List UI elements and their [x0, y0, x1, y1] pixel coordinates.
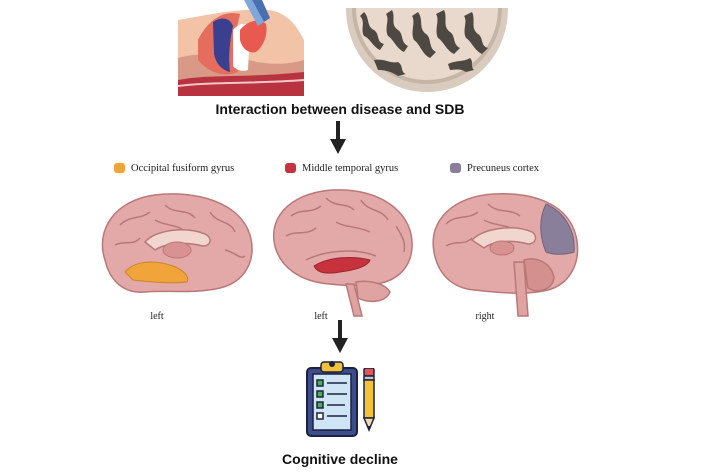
legend-swatch-red [285, 163, 296, 173]
top-title: Interaction between disease and SDB [215, 101, 465, 117]
down-arrow-icon [330, 121, 346, 154]
legend-swatch-orange [114, 163, 125, 173]
legend-label: Precuneus cortex [467, 162, 540, 174]
sleep-apnea-airway-icon [178, 0, 304, 96]
brain-medial-right-icon [432, 193, 579, 317]
brain-medial-left-icon [101, 193, 253, 293]
brain-side-label: left [150, 311, 164, 322]
down-arrow-icon [332, 320, 348, 353]
bottom-title: Cognitive decline [282, 451, 398, 467]
clipboard-checklist-icon [306, 361, 358, 437]
legend-item-precuneus: Precuneus cortex [450, 160, 539, 176]
brain-lateral-left-icon [273, 189, 413, 317]
brain-section-icon [346, 8, 508, 92]
pencil-icon [362, 368, 376, 432]
legend-item-middle-temporal: Middle temporal gyrus [285, 160, 398, 176]
legend-swatch-purple [450, 163, 461, 173]
legend-item-occipital: Occipital fusiform gyrus [114, 160, 234, 176]
legend-label: Middle temporal gyrus [302, 162, 399, 174]
legend-label: Occipital fusiform gyrus [131, 162, 235, 174]
brain-side-label: right [475, 311, 495, 322]
brain-side-label: left [314, 311, 328, 322]
